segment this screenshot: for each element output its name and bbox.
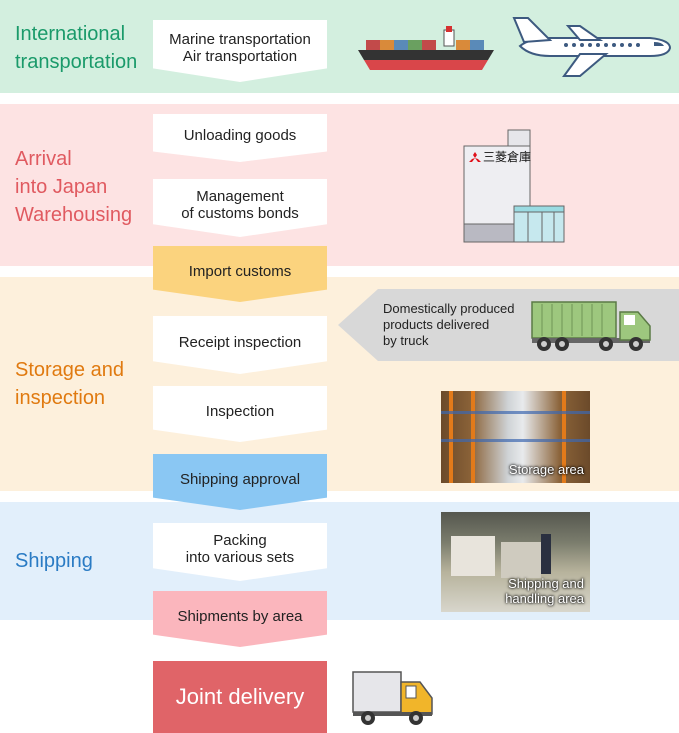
cargo-ship-icon bbox=[358, 26, 494, 70]
stage-international: International transportation bbox=[15, 23, 138, 73]
handling-area-photo: Shipping and handling area bbox=[441, 512, 590, 612]
stage-storage: Storage and inspection bbox=[15, 359, 124, 409]
storage-area-photo: Storage area bbox=[441, 391, 590, 483]
warehouse-sign: 三菱倉庫 bbox=[483, 150, 532, 164]
stage-arrival: Arrival into Japan Warehousing bbox=[15, 148, 133, 226]
step-customs-bonds: Management of customs bonds bbox=[153, 179, 327, 237]
container-truck-icon bbox=[531, 301, 651, 351]
step-transport: Marine transportation Air transportation bbox=[153, 20, 327, 82]
step-import-customs: Import customs bbox=[153, 246, 327, 302]
arrival-band bbox=[0, 104, 679, 266]
domestic-delivery-note: Domestically produced products delivered… bbox=[383, 301, 515, 348]
joint-delivery-box: Joint delivery bbox=[153, 661, 327, 733]
handling-area-caption: Shipping and handling area bbox=[505, 576, 584, 606]
delivery-truck-icon bbox=[352, 671, 433, 725]
step-shipping-approval: Shipping approval bbox=[153, 454, 327, 510]
step-unloading: Unloading goods bbox=[153, 114, 327, 162]
step-shipments-by-area: Shipments by area bbox=[153, 591, 327, 647]
step-inspection: Inspection bbox=[153, 386, 327, 442]
airplane-icon bbox=[512, 17, 672, 77]
stage-shipping: Shipping bbox=[15, 550, 93, 572]
storage-area-caption: Storage area bbox=[508, 462, 584, 477]
mitsubishi-logo-icon bbox=[469, 152, 481, 162]
step-packing: Packing into various sets bbox=[153, 523, 327, 581]
step-receipt-inspection: Receipt inspection bbox=[153, 316, 327, 374]
warehouse-icon bbox=[463, 129, 565, 243]
